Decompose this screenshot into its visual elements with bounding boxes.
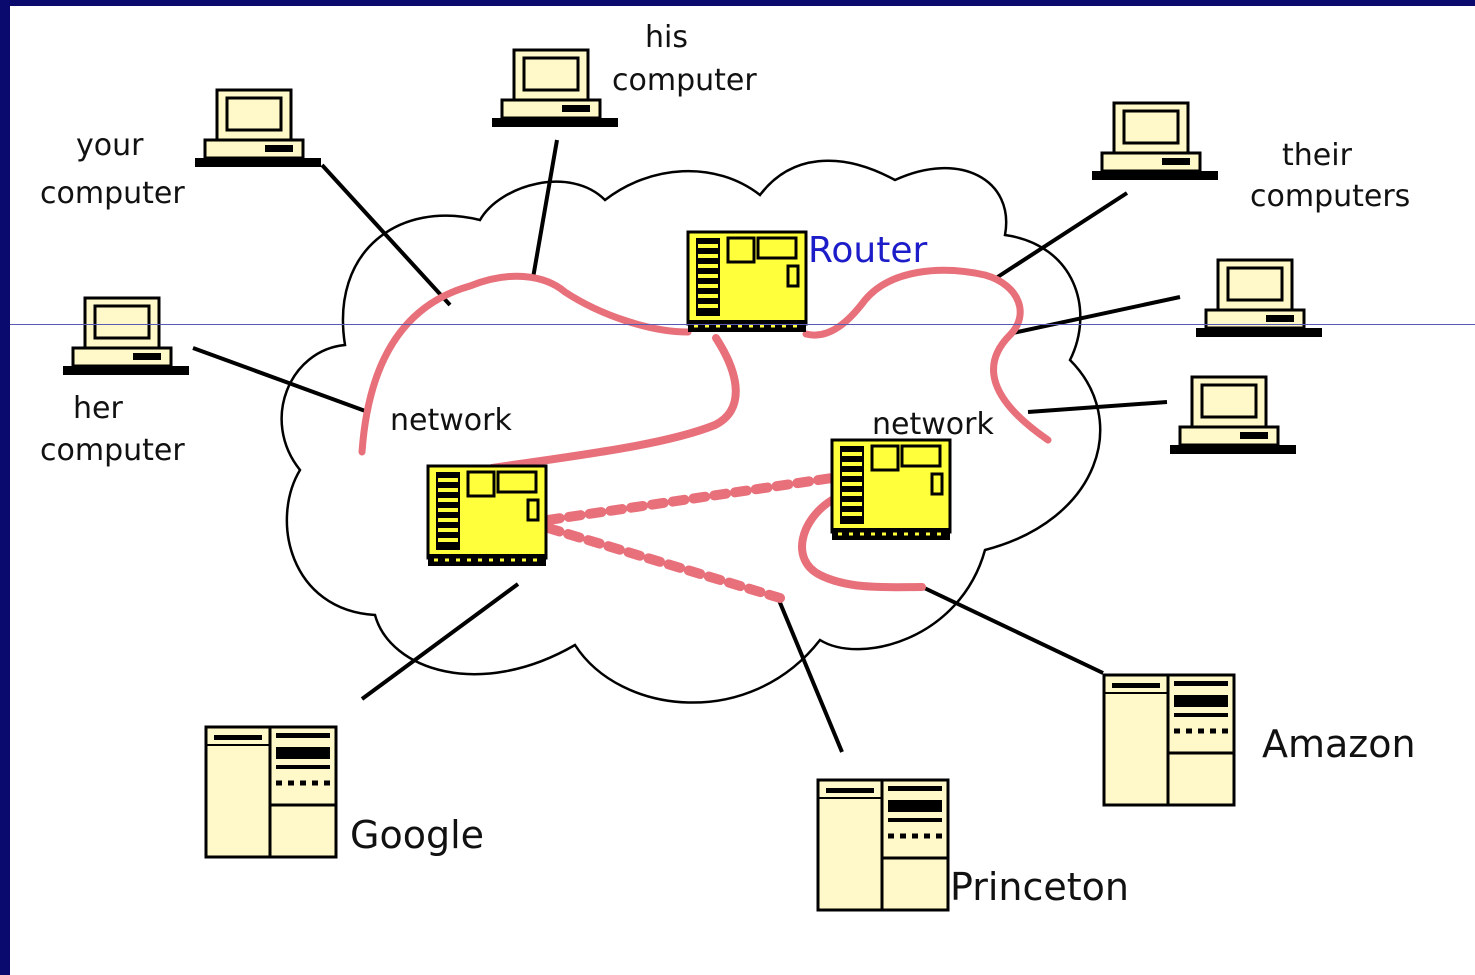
princeton-server-icon: [818, 780, 948, 910]
their-computer-2-icon: [1194, 258, 1324, 339]
label-her: her: [73, 391, 123, 426]
label-his-computer: computer: [612, 63, 757, 98]
label-her-computer: computer: [40, 433, 185, 468]
your-computer-icon: [193, 88, 323, 169]
router-icon-top: [686, 230, 808, 334]
diagram-canvas: his computer your computer her computer …: [10, 6, 1475, 975]
label-network-left: network: [390, 403, 512, 438]
their-computer-1-icon: [1090, 101, 1220, 182]
label-princeton: Princeton: [950, 865, 1129, 909]
horizontal-guide-line: [10, 324, 1475, 325]
label-amazon: Amazon: [1262, 722, 1416, 766]
label-router: Router: [808, 230, 928, 271]
google-server-icon: [206, 727, 336, 857]
label-network-right: network: [872, 407, 994, 442]
router-icon-right: [830, 438, 952, 542]
their-computer-3-icon: [1168, 375, 1298, 456]
network-diagram: his computer your computer her computer …: [40, 20, 1416, 975]
her-computer-icon: [61, 296, 191, 377]
connector-lines: [192, 139, 1181, 753]
label-your: your: [76, 128, 144, 163]
network-links: [358, 266, 1052, 603]
label-his: his: [645, 20, 688, 55]
router-icon-left: [426, 464, 548, 568]
amazon-server-icon: [1104, 675, 1234, 805]
label-their-computers: computers: [1250, 179, 1410, 214]
label-their: their: [1282, 138, 1353, 173]
label-google: Google: [350, 813, 484, 857]
label-your-computer: computer: [40, 176, 185, 211]
his-computer-icon: [490, 48, 620, 129]
